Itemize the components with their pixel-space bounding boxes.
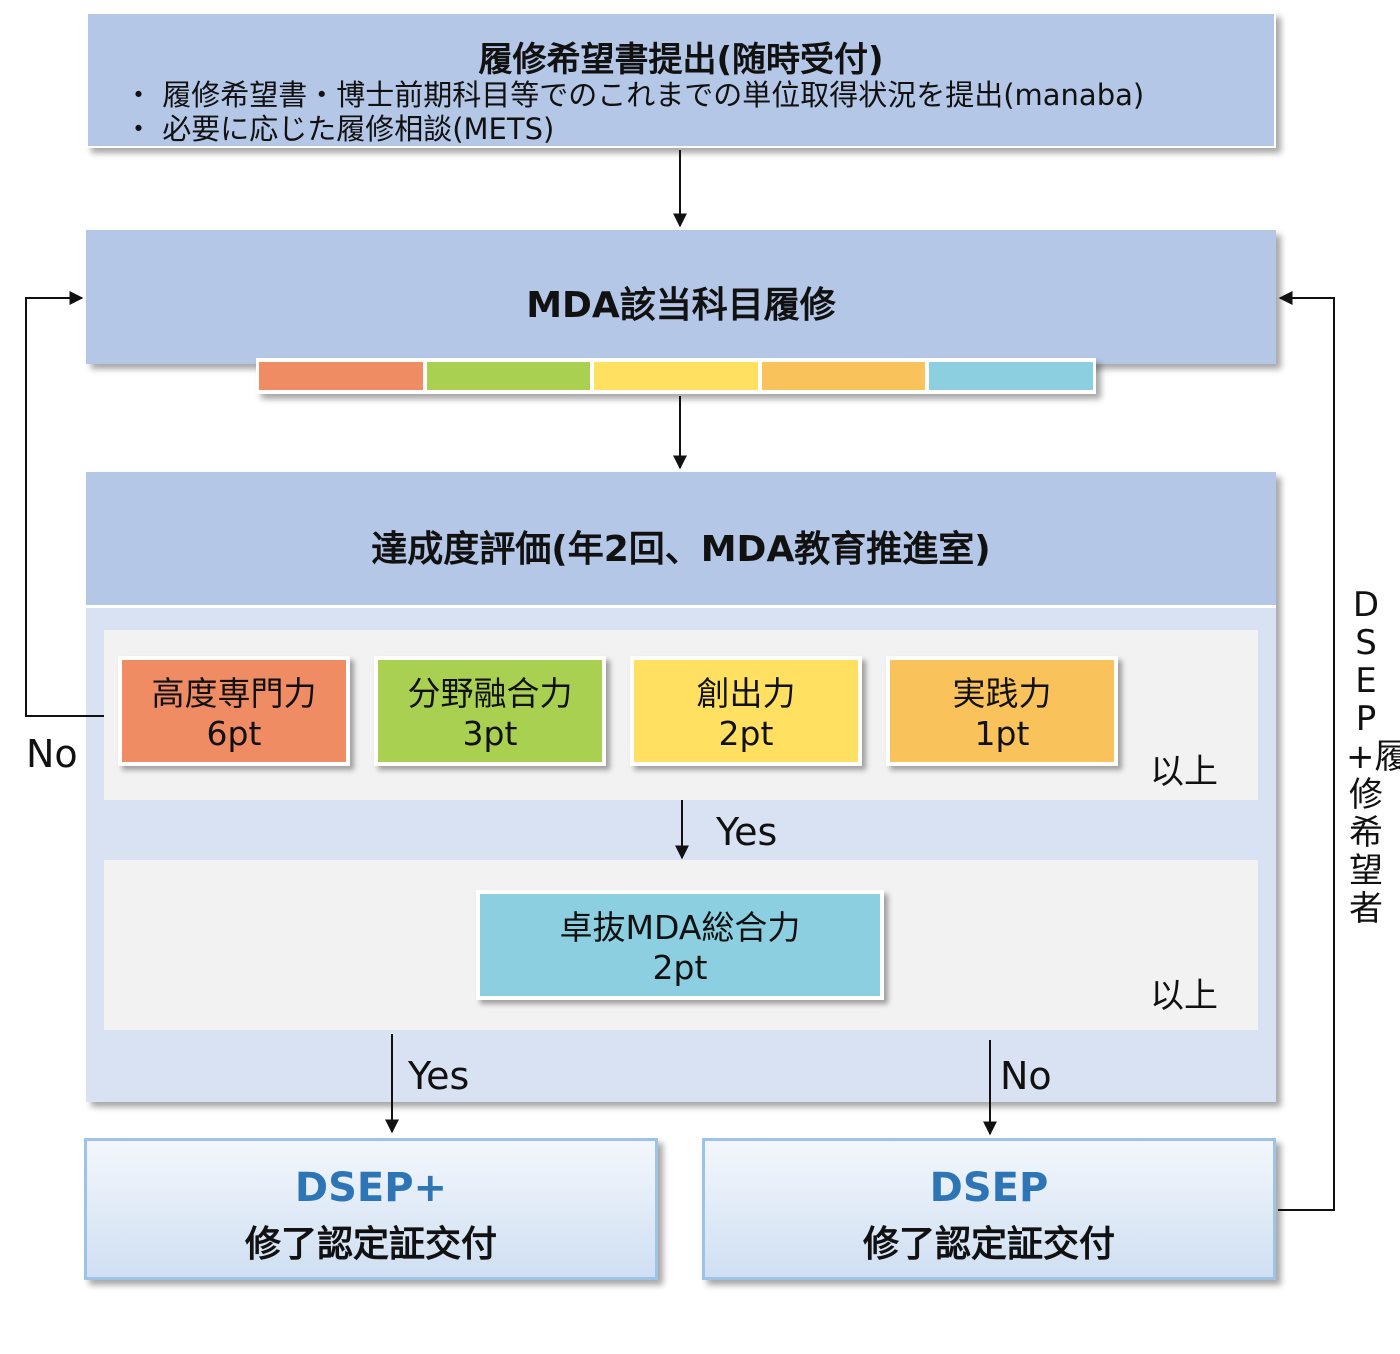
evaluation-title: 達成度評価(年2回、MDA教育推進室) <box>371 529 991 570</box>
mda-course-box: MDA該当科目履修 <box>86 230 1276 364</box>
strip-segment-5 <box>929 362 1093 390</box>
strip-segment-4 <box>761 362 926 390</box>
submission-bullet-consultation: ・ 必要に応じた履修相談(METS) <box>124 112 555 146</box>
overall-requirement-panel: 卓抜MDA総合力 2pt 以上 <box>104 860 1258 1030</box>
category-name: 創出力 <box>696 674 796 713</box>
category-points: 6pt <box>206 714 262 753</box>
category-practice: 実践力 1pt <box>886 656 1118 766</box>
category-overall-mda: 卓抜MDA総合力 2pt <box>476 890 884 1000</box>
or-more-label-1: 以上 <box>1150 752 1218 792</box>
category-points: 2pt <box>718 714 774 753</box>
strip-segment-3 <box>594 362 758 390</box>
arrow-no-loop-left <box>25 291 104 717</box>
dsep-certificate-label: 修了認定証交付 <box>862 1224 1115 1265</box>
no-label-left: No <box>26 732 78 776</box>
category-name: 卓抜MDA総合力 <box>559 908 801 947</box>
arrow-dsep-loop-right <box>1278 291 1335 1211</box>
strip-segment-2 <box>426 362 591 390</box>
dsep-plus-certificate-box: DSEP+ 修了認定証交付 <box>84 1138 658 1280</box>
dsep-title: DSEP <box>929 1165 1049 1211</box>
submission-bullet-credits: ・ 履修希望書・博士前期科目等でのこれまでの単位取得状況を提出(manaba) <box>124 78 1145 112</box>
category-creativity: 創出力 2pt <box>630 656 862 766</box>
application-submission-box: 履修希望書提出(随時受付) ・ 履修希望書・博士前期科目等でのこれまでの単位取得… <box>86 12 1276 148</box>
mda-course-title: MDA該当科目履修 <box>526 285 836 326</box>
yes-label-middle: Yes <box>716 810 778 854</box>
evaluation-header: 達成度評価(年2回、MDA教育推進室) <box>86 472 1276 608</box>
category-points: 1pt <box>974 714 1030 753</box>
competency-color-strip <box>256 358 1096 394</box>
category-name: 分野融合力 <box>407 674 573 713</box>
application-submission-title: 履修希望書提出(随時受付) <box>478 40 884 80</box>
no-label-bottom: No <box>1000 1054 1052 1098</box>
or-more-label-2: 以上 <box>1150 976 1218 1016</box>
category-name: 実践力 <box>952 674 1052 713</box>
category-advanced-expertise: 高度専門力 6pt <box>118 656 350 766</box>
category-points: 2pt <box>652 948 708 987</box>
dsep-certificate-box: DSEP 修了認定証交付 <box>702 1138 1276 1280</box>
category-name: 高度専門力 <box>151 674 317 713</box>
category-requirements-panel: 高度専門力 6pt 分野融合力 3pt 創出力 2pt 実践力 1pt 以上 <box>104 630 1258 800</box>
category-interdisciplinary: 分野融合力 3pt <box>374 656 606 766</box>
yes-label-bottom: Yes <box>408 1054 470 1098</box>
category-points: 3pt <box>462 714 518 753</box>
dsep-plus-certificate-label: 修了認定証交付 <box>244 1224 497 1265</box>
evaluation-box: 達成度評価(年2回、MDA教育推進室) 高度専門力 6pt 分野融合力 3pt … <box>86 472 1276 1102</box>
dsep-plus-title: DSEP+ <box>294 1165 448 1211</box>
strip-segment-1 <box>259 362 423 390</box>
